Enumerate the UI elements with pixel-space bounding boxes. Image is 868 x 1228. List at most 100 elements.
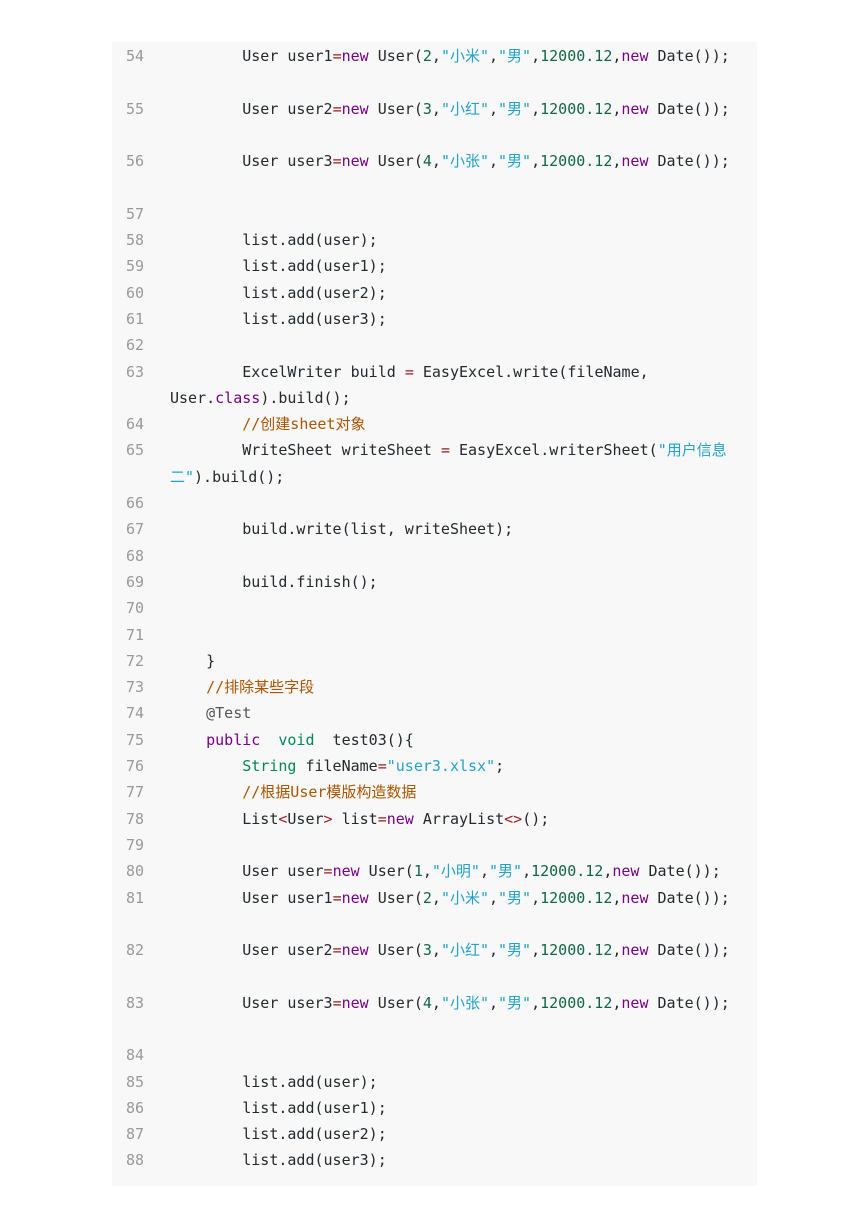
code-token <box>170 757 242 775</box>
code-token: , <box>612 47 622 65</box>
line-number: 60 <box>126 283 145 302</box>
code-token: String <box>242 757 297 776</box>
code-token: User( <box>368 993 423 1012</box>
code-line: 66 <box>112 490 757 516</box>
code-token: public <box>206 730 261 749</box>
code-token: = <box>332 99 342 118</box>
code-line: 86 list.add(user1); <box>112 1095 757 1121</box>
code-token: new <box>621 99 649 118</box>
code-token: , <box>531 47 541 65</box>
code-token: 1 <box>413 862 423 881</box>
code-token: = <box>332 888 342 907</box>
code-token: , <box>431 888 441 907</box>
code-text: @Test <box>170 700 752 726</box>
code-token: User user2 <box>170 99 333 118</box>
line-number: 84 <box>126 1046 145 1065</box>
code-token: new <box>612 862 640 881</box>
code-token: , <box>489 47 499 65</box>
code-token: build.write(list, writeSheet); <box>170 520 514 539</box>
line-number: 54 <box>126 47 145 65</box>
code-token: list.add(user1); <box>170 1098 387 1117</box>
code-token: //创建sheet对象 <box>170 415 366 434</box>
code-token <box>170 731 206 749</box>
code-line: 78 List<User> list=new ArrayList<>(); <box>112 806 757 832</box>
line-number: 65 <box>126 441 145 460</box>
code-token: User user1 <box>170 47 333 65</box>
code-line: 84 <box>112 1042 757 1068</box>
code-token: , <box>431 993 441 1012</box>
code-text: list.add(user2); <box>170 1121 752 1147</box>
code-token: "男" <box>498 152 532 171</box>
code-token: User user <box>170 862 324 881</box>
code-token: 12000.12 <box>540 152 613 171</box>
code-token: new <box>341 941 369 960</box>
code-token: ).build(); <box>260 388 351 407</box>
code-token: , <box>431 99 441 118</box>
line-number: 71 <box>126 625 145 644</box>
code-token: , <box>489 941 499 960</box>
code-text: list.add(user); <box>170 1069 752 1095</box>
code-token: , <box>531 941 541 960</box>
code-line: 67 build.write(list, writeSheet); <box>112 516 757 542</box>
code-token: EasyExcel.write(fileName, User. <box>170 362 658 407</box>
code-token: build.finish(); <box>170 572 378 591</box>
code-text: //创建sheet对象 <box>170 411 752 437</box>
code-text: list.add(user3); <box>170 306 752 332</box>
code-token: list <box>332 809 378 828</box>
code-token: 12000.12 <box>540 47 613 65</box>
code-token: User( <box>368 99 423 118</box>
code-line: 58 list.add(user); <box>112 227 757 253</box>
code-line: 81 User user1=new User(2,"小米","男",12000.… <box>112 885 757 938</box>
code-token: "男" <box>498 993 532 1012</box>
code-token: Date()); <box>648 941 730 960</box>
code-token: "男" <box>498 47 532 65</box>
code-token: < <box>278 809 288 828</box>
code-token: 2 <box>422 47 432 65</box>
code-token: User( <box>368 152 423 171</box>
code-token: WriteSheet writeSheet <box>170 441 441 460</box>
line-number: 75 <box>126 730 145 749</box>
code-token: , <box>431 47 441 65</box>
code-token: @Test <box>170 704 252 723</box>
code-token: ExcelWriter build <box>170 362 405 381</box>
code-token: "小红" <box>440 99 489 118</box>
code-token: new <box>621 941 649 960</box>
code-token: "男" <box>489 862 523 881</box>
code-token: , <box>531 152 541 171</box>
code-text: User user3=new User(4,"小张","男",12000.12,… <box>170 990 752 1016</box>
line-number: 67 <box>126 520 145 539</box>
code-token <box>260 731 278 749</box>
code-token: , <box>603 862 613 881</box>
code-token: } <box>170 651 216 670</box>
code-line: 83 User user3=new User(4,"小张","男",12000.… <box>112 990 757 1043</box>
code-text: public void test03(){ <box>170 727 752 753</box>
code-token: > <box>323 809 333 828</box>
line-number: 72 <box>126 651 145 670</box>
code-line: 60 list.add(user2); <box>112 280 757 306</box>
code-token: ).build(); <box>194 467 285 486</box>
line-number: 59 <box>126 257 145 276</box>
code-text: User user3=new User(4,"小张","男",12000.12,… <box>170 148 752 174</box>
code-token: 12000.12 <box>531 862 604 881</box>
code-token: = <box>377 809 387 828</box>
code-token: "小张" <box>440 993 489 1012</box>
code-token: list.add(user); <box>170 231 378 250</box>
code-token: Date()); <box>648 99 730 118</box>
code-token: "男" <box>498 941 532 960</box>
code-text: String fileName="user3.xlsx"; <box>170 753 752 779</box>
line-number: 81 <box>126 888 145 907</box>
code-token: list.add(user3); <box>170 1151 387 1170</box>
code-line: 76 String fileName="user3.xlsx"; <box>112 753 757 779</box>
code-token: Date()); <box>648 888 730 907</box>
code-token: new <box>621 152 649 171</box>
code-token: , <box>612 152 622 171</box>
code-token: "user3.xlsx" <box>386 757 496 776</box>
line-number: 78 <box>126 809 145 828</box>
code-line: 71 <box>112 622 757 648</box>
code-token: Date()); <box>639 862 721 881</box>
code-token: 4 <box>422 993 432 1012</box>
code-token: , <box>489 99 499 118</box>
code-text: list.add(user); <box>170 227 752 253</box>
code-token: "小米" <box>440 47 489 65</box>
code-token: User( <box>359 862 414 881</box>
